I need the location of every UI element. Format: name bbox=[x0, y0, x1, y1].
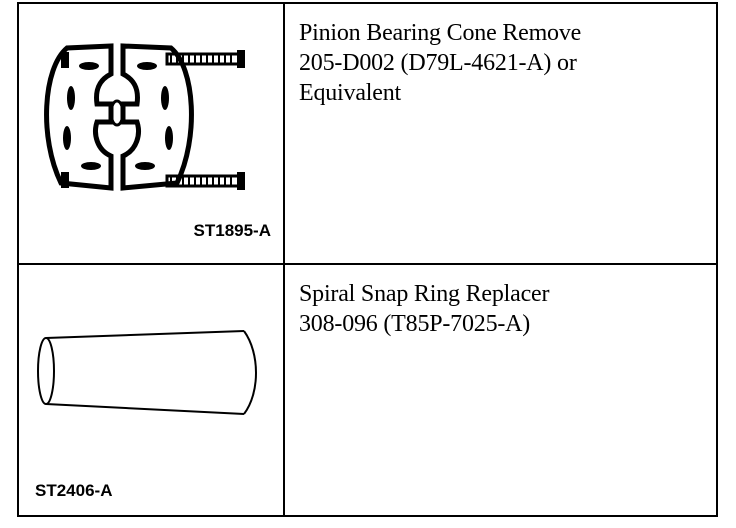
tool-description-cell: Spiral Snap Ring Replacer 308-096 (T85P-… bbox=[283, 263, 718, 517]
special-tools-table: ST1895-A Pinion Bearing Cone Remove 205-… bbox=[17, 1, 718, 517]
description-line: Pinion Bearing Cone Remove bbox=[299, 20, 582, 46]
tapered-sleeve-icon bbox=[37, 330, 257, 416]
tool-description-cell: Pinion Bearing Cone Remove 205-D002 (D79… bbox=[283, 1, 718, 266]
tool-illustration-cell: ST2406-A bbox=[17, 263, 285, 517]
description-line: Spiral Snap Ring Replacer bbox=[299, 281, 550, 308]
description-line: 308-096 (T85P-7025-A) bbox=[299, 311, 531, 338]
tool-row: ST1895-A Pinion Bearing Cone Remove 205-… bbox=[17, 1, 718, 266]
tool-description: Spiral Snap Ring Replacer 308-096 (T85P-… bbox=[285, 265, 716, 339]
tool-description: Pinion Bearing Cone Remove 205-D002 (D79… bbox=[285, 4, 716, 108]
description-line: Equivalent bbox=[299, 80, 401, 106]
bearing-puller-icon bbox=[44, 43, 245, 191]
tool-row: ST2406-A Spiral Snap Ring Replacer 308-0… bbox=[17, 263, 718, 517]
description-line: 205-D002 (D79L-4621-A) or bbox=[299, 50, 577, 76]
figure-label: ST2406-A bbox=[35, 481, 113, 500]
figure-label: ST1895-A bbox=[193, 221, 271, 241]
tool-illustration-cell: ST1895-A bbox=[17, 1, 285, 266]
